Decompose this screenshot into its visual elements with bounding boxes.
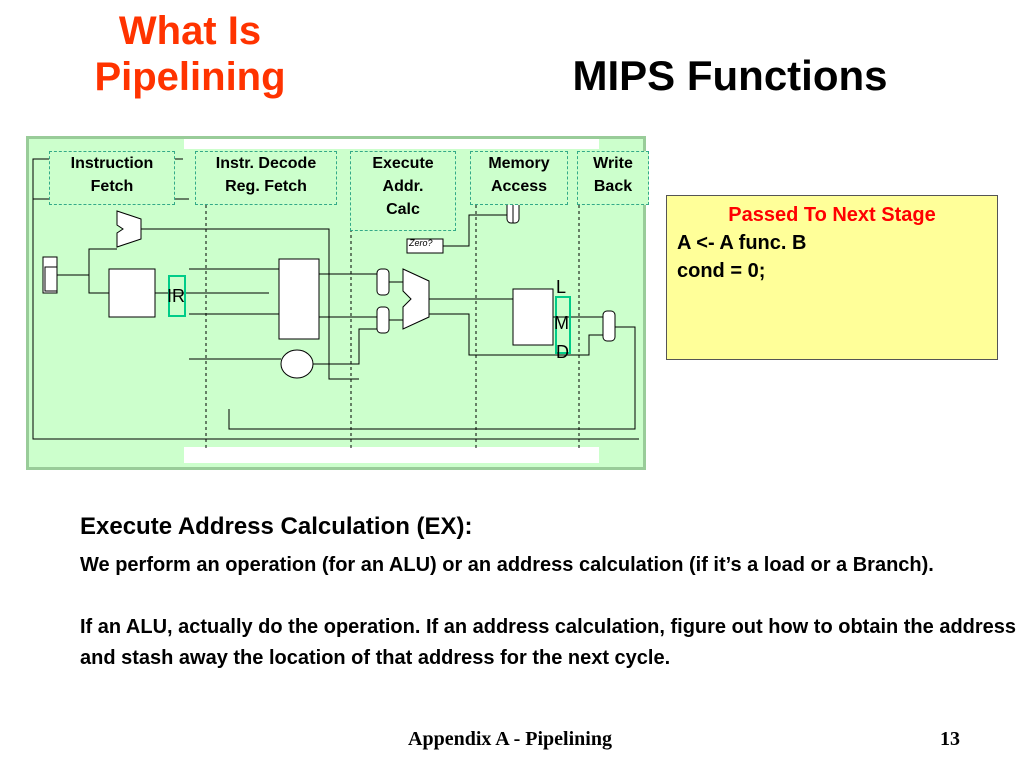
stage-write-back-label: Write Back — [593, 155, 633, 195]
pipeline-datapath-diagram: Instruction Fetch Instr. Decode Reg. Fet… — [26, 136, 649, 470]
stage-dividers — [205, 199, 580, 449]
ir-register-label: IR — [167, 286, 185, 306]
passed-to-next-stage-box: Passed To Next Stage A <- A func. B cond… — [666, 195, 998, 360]
stage-instruction-decode: Instr. Decode Reg. Fetch — [195, 151, 337, 205]
stage-memory-access: Memory Access — [470, 151, 568, 205]
stage-instruction-fetch-label: Instruction Fetch — [70, 155, 154, 195]
data-memory — [512, 288, 554, 346]
pc-register — [44, 266, 58, 292]
zero-label: Zero? — [409, 238, 433, 248]
alu-mux-bottom — [376, 306, 390, 334]
instruction-memory — [108, 268, 156, 318]
lmd-register-label-d: D — [556, 342, 569, 362]
footer-title: Appendix A - Pipelining — [408, 728, 612, 750]
page-number: 13 — [940, 728, 960, 750]
bottom-strip — [184, 447, 599, 463]
note-title: Passed To Next Stage — [728, 204, 936, 226]
stage-memory-access-label: Memory Access — [488, 155, 550, 195]
slide-title: MIPS Functions — [572, 52, 888, 99]
stage-execute: Execute Addr. Calc — [350, 151, 456, 231]
section-title-text: What Is Pipelining — [94, 9, 286, 99]
stage-instruction-decode-label: Instr. Decode Reg. Fetch — [215, 155, 317, 195]
stage-execute-label: Execute Addr. Calc — [372, 155, 434, 218]
ir-register — [168, 275, 186, 317]
lmd-register-label-m: M — [554, 313, 569, 333]
stage-write-back: Write Back — [577, 151, 649, 205]
lmd-register — [555, 296, 571, 354]
alu-mux-top — [376, 268, 390, 296]
body-paragraph-2: If an ALU, actually do the operation. If… — [80, 616, 1017, 669]
register-file — [278, 258, 320, 340]
note-line-1: A <- A func. B — [677, 232, 807, 254]
alu — [402, 268, 430, 330]
top-strip — [184, 139, 599, 149]
body-paragraph-1: We perform an operation (for an ALU) or … — [80, 554, 934, 576]
datapath-svg — [32, 139, 639, 463]
pc-adder — [116, 210, 142, 248]
lmd-register-label-l: L — [556, 277, 567, 297]
note-line-2: cond = 0; — [677, 260, 766, 282]
writeback-mux — [602, 310, 616, 342]
body-heading: Execute Address Calculation (EX): — [80, 513, 473, 540]
stage-instruction-fetch: Instruction Fetch — [49, 151, 175, 205]
sign-extend — [280, 349, 314, 379]
section-title: What Is Pipelining — [40, 8, 340, 100]
